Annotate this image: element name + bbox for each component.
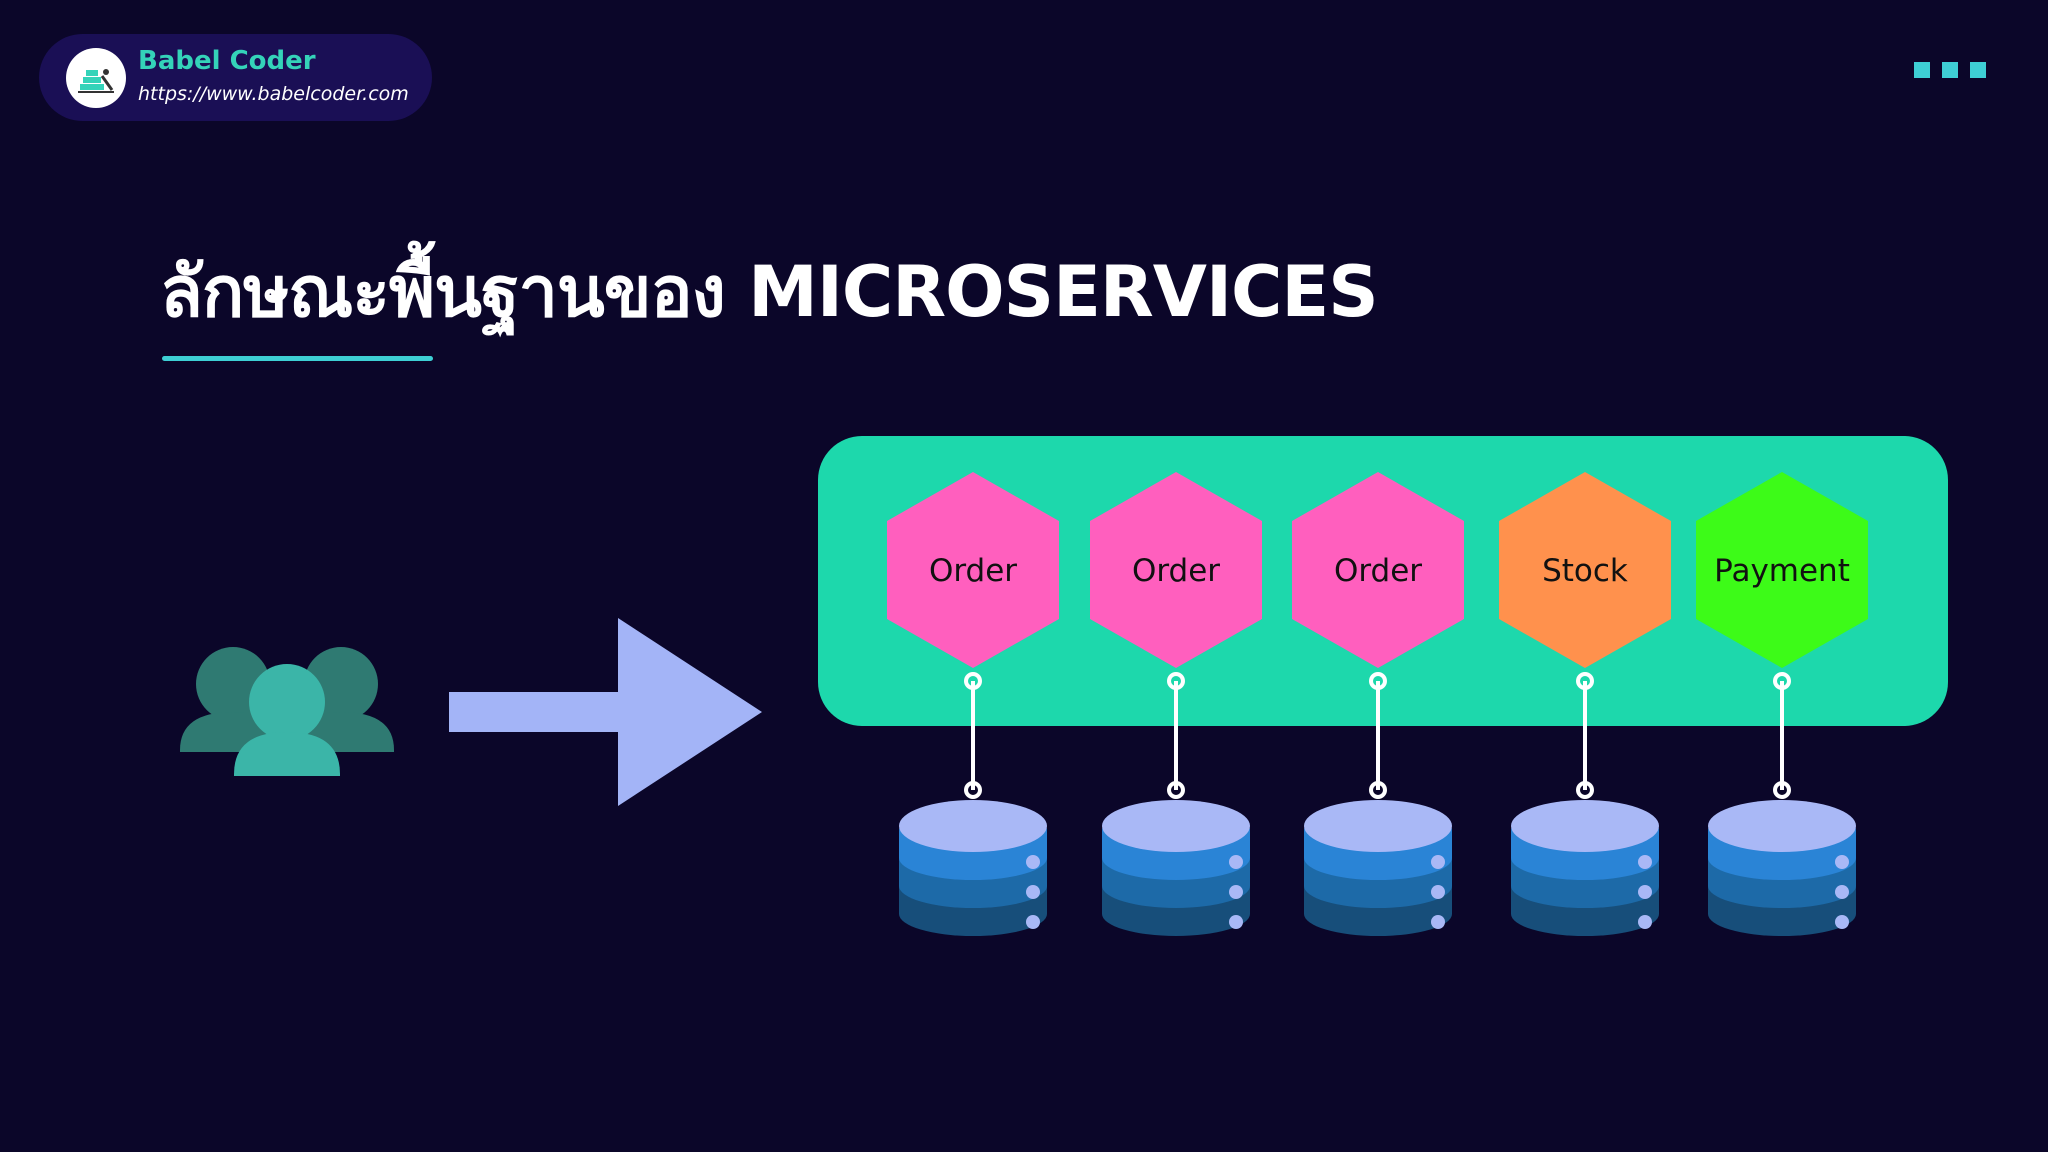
service-label: Payment xyxy=(1714,553,1850,589)
service-hexagon xyxy=(1696,472,1868,668)
brand-name: Babel Coder xyxy=(138,46,316,76)
connector-node xyxy=(1167,672,1185,690)
service-label: Stock xyxy=(1542,553,1628,589)
service-4: Stock xyxy=(1499,472,1671,936)
connector-node xyxy=(1576,781,1594,799)
service-hexagon xyxy=(1499,472,1671,668)
connector-node xyxy=(1773,672,1791,690)
title-underline xyxy=(162,356,433,361)
service-hexagon xyxy=(1090,472,1262,668)
babel-coder-logo-icon xyxy=(66,48,126,108)
service-label: Order xyxy=(929,553,1017,589)
page-title: ลักษณะพื้นฐานของ MICROSERVICES xyxy=(160,251,1379,333)
service-5: Payment xyxy=(1696,472,1868,936)
service-hexagon xyxy=(1292,472,1464,668)
connector-node xyxy=(1773,781,1791,799)
service-1: Order xyxy=(887,472,1059,936)
database-icon xyxy=(1708,800,1856,936)
right-arrow-icon xyxy=(449,618,762,806)
service-2: Order xyxy=(1090,472,1262,936)
service-3: Order xyxy=(1292,472,1464,936)
service-hexagon xyxy=(887,472,1059,668)
database-icon xyxy=(1102,800,1250,936)
users-icon xyxy=(180,647,394,776)
connector-node xyxy=(964,781,982,799)
service-label: Order xyxy=(1334,553,1422,589)
brand-url[interactable]: https://www.babelcoder.com xyxy=(138,83,409,105)
connector-node xyxy=(1369,781,1387,799)
service-label: Order xyxy=(1132,553,1220,589)
database-icon xyxy=(1511,800,1659,936)
connector-node xyxy=(1576,672,1594,690)
database-icon xyxy=(1304,800,1452,936)
connector-node xyxy=(1369,672,1387,690)
brand-badge[interactable]: Babel Coder https://www.babelcoder.com xyxy=(39,34,432,121)
connector-node xyxy=(1167,781,1185,799)
connector-node xyxy=(964,672,982,690)
database-icon xyxy=(899,800,1047,936)
